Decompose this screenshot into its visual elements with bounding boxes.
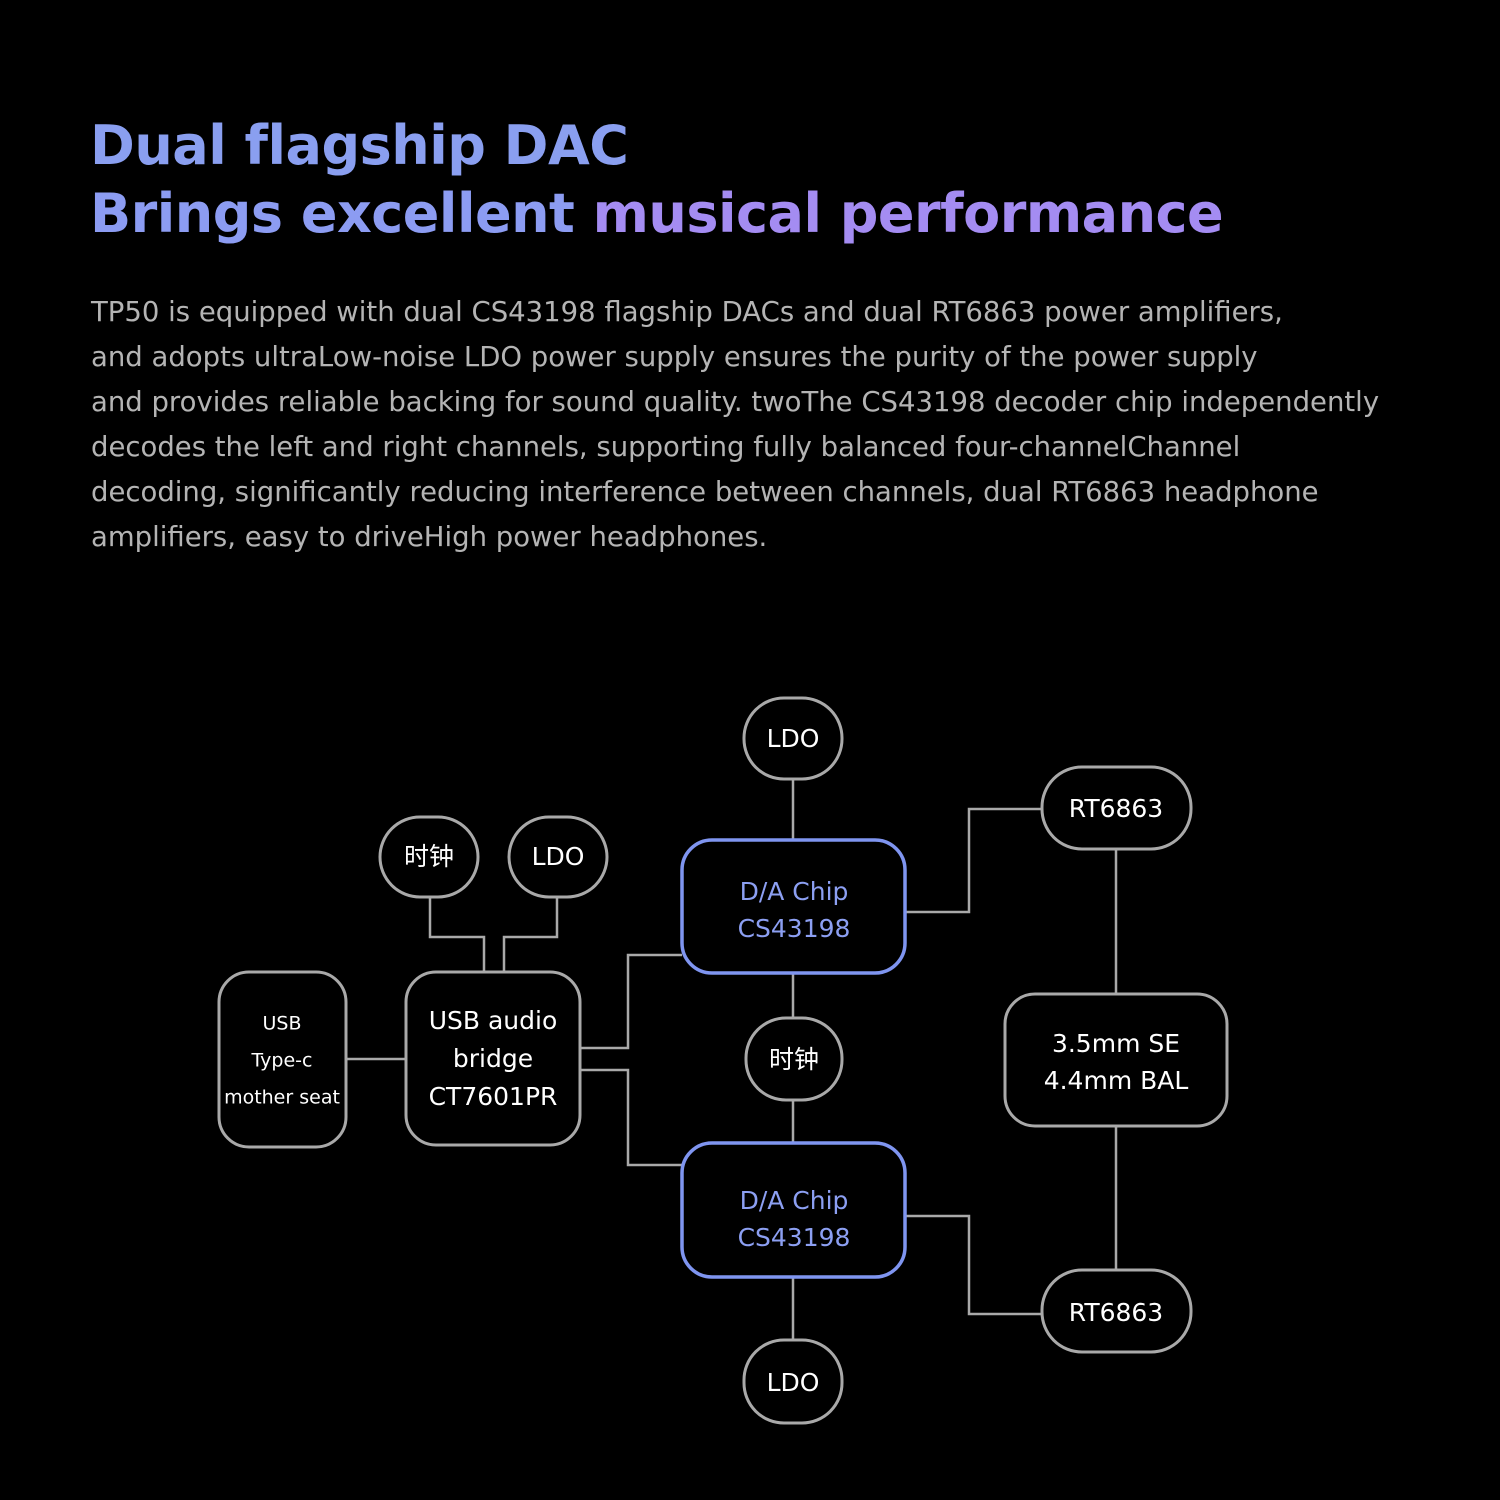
description-line: TP50 is equipped with dual CS43198 flags…	[91, 296, 1283, 328]
jacks-label: 3.5mm SE	[1052, 1029, 1180, 1058]
description-line: and provides reliable backing for sound …	[91, 386, 1380, 418]
title-line-2-start: Brings excellent	[90, 182, 593, 245]
description-line: amplifiers, easy to driveHigh power head…	[91, 521, 768, 553]
usb-port-label: mother seat	[224, 1087, 340, 1109]
jacks-label: 4.4mm BAL	[1044, 1066, 1189, 1095]
clock-top-label: 时钟	[404, 842, 454, 871]
usb-bridge-node: USB audio bridge CT7601PR	[404, 970, 582, 1147]
amp-top-label: RT6863	[1069, 794, 1163, 823]
ldo-top-node: LDO	[742, 696, 844, 781]
ldo-top-label: LDO	[767, 724, 820, 753]
description-line: and adopts ultraLow-noise LDO power supp…	[91, 341, 1258, 373]
ldo-bottom-label: LDO	[767, 1368, 820, 1397]
ldo-bridge-label: LDO	[532, 842, 585, 871]
connector-bridge-dac-bottom	[580, 1068, 682, 1167]
amp-bottom-label: RT6863	[1069, 1298, 1163, 1327]
amp-bottom-node: RT6863	[1040, 1268, 1193, 1354]
usb-port-label: Type-c	[251, 1050, 313, 1072]
page-title: Dual flagship DAC Brings excellent music…	[90, 112, 1224, 248]
dac-top-label: CS43198	[738, 914, 851, 943]
usb-bridge-label: USB audio	[429, 1006, 558, 1035]
dac-top-node: D/A Chip CS43198	[680, 838, 907, 975]
connector-bridge-dac-top	[580, 953, 682, 1050]
usb-bridge-label: bridge	[453, 1044, 533, 1073]
connector-clock-bridge	[428, 897, 486, 972]
dac-bottom-label: D/A Chip	[740, 1186, 849, 1215]
jacks-node: 3.5mm SE 4.4mm BAL	[1003, 992, 1229, 1128]
description-paragraph: TP50 is equipped with dual CS43198 flags…	[91, 290, 1436, 560]
clock-top-node: 时钟	[378, 815, 480, 899]
usb-port-label: USB	[262, 1013, 301, 1035]
description-line: decoding, significantly reducing interfe…	[91, 476, 1319, 508]
ldo-bridge-node: LDO	[507, 815, 609, 899]
dac-top-label: D/A Chip	[740, 877, 849, 906]
title-line-2-end: musical performance	[592, 182, 1224, 245]
description-line: decodes the left and right channels, sup…	[91, 431, 1241, 463]
title-line-1: Dual flagship DAC	[90, 114, 629, 177]
dac-bottom-node: D/A Chip CS43198	[680, 1141, 907, 1279]
ldo-bottom-node: LDO	[742, 1338, 844, 1425]
dac-bottom-label: CS43198	[738, 1223, 851, 1252]
usb-bridge-label: CT7601PR	[429, 1082, 558, 1111]
connector-dac-amp-bottom	[905, 1214, 1042, 1316]
clock-mid-node: 时钟	[744, 1016, 844, 1102]
connector-ldo-bridge	[502, 897, 559, 972]
amp-top-node: RT6863	[1040, 765, 1193, 851]
connectors	[346, 779, 1118, 1340]
clock-mid-label: 时钟	[769, 1045, 819, 1074]
usb-port-node: USB Type-c mother seat	[217, 970, 348, 1149]
connector-dac-amp-top	[905, 807, 1042, 914]
